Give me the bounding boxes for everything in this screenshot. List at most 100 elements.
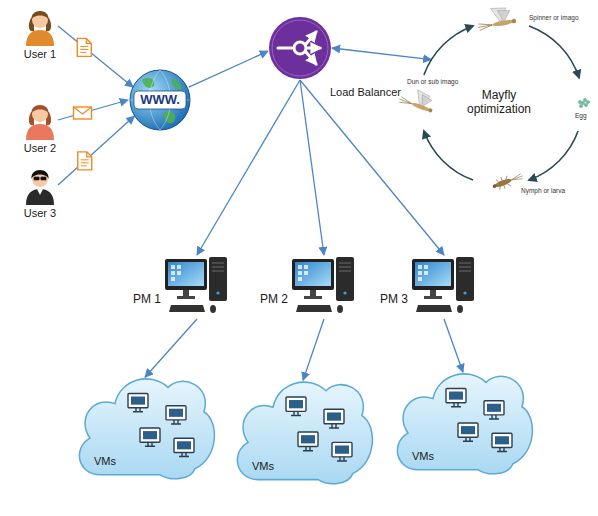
- cycle-arrows: [424, 26, 579, 180]
- user-body: [26, 189, 54, 205]
- computer-tower: [209, 257, 227, 301]
- connector-arrow: [332, 48, 431, 60]
- vm-monitor: [298, 432, 318, 451]
- mouse: [210, 305, 216, 313]
- power-light: [216, 291, 219, 294]
- load-balancer-shape: [268, 16, 332, 80]
- stage-label: Spinner or imago: [528, 14, 580, 21]
- vm-cloud-shape: [228, 368, 378, 492]
- vm-monitor: [492, 433, 512, 451]
- vm-cloud-shape: [70, 365, 220, 487]
- vm-monitor: [332, 442, 352, 461]
- stage-label: Egg: [574, 112, 588, 119]
- mayfly-cycle: Mayfly optimization: [405, 5, 593, 200]
- mayfly-figure: [475, 4, 516, 30]
- keyboard: [296, 305, 332, 312]
- machine-label: PM 3: [380, 293, 408, 307]
- node-label: User 3: [24, 207, 56, 220]
- computer-tower: [456, 257, 474, 301]
- user-icon-shape: [22, 165, 58, 205]
- balancer-ring: [272, 20, 328, 76]
- connector-arrow: [58, 116, 134, 185]
- computer-tower: [336, 257, 354, 301]
- monitor-screen: [415, 262, 451, 286]
- power-light: [343, 291, 346, 294]
- connector-arrow: [300, 80, 324, 255]
- connector-arrow: [300, 80, 444, 255]
- nymph-figure: [491, 170, 525, 193]
- physical-machine-shape: [165, 255, 229, 319]
- node-label: WWW.: [140, 93, 180, 108]
- user-icon: User 1: [22, 6, 58, 46]
- user-body: [26, 124, 54, 140]
- monitor-frame: [412, 259, 454, 290]
- sunglasses: [34, 177, 46, 180]
- connector-arrow: [58, 100, 128, 120]
- machine-label: PM 2: [260, 293, 288, 307]
- stage-label: Nymph or larva: [520, 187, 566, 194]
- tower-slots: [459, 263, 471, 271]
- connector-arrow: [444, 319, 463, 372]
- mail-icon: [74, 107, 92, 119]
- vm-label: VMs: [94, 455, 116, 468]
- vm-monitor: [324, 409, 344, 428]
- vm-monitor: [458, 423, 478, 441]
- egg-cluster: [578, 98, 589, 107]
- machine-label: PM 1: [133, 293, 161, 307]
- load-balancer: Load Balancer: [268, 16, 332, 80]
- document-icon: [77, 38, 91, 56]
- monitor-frame: [292, 259, 334, 290]
- screen-icons: [298, 265, 308, 281]
- mouse: [457, 305, 463, 313]
- vm-monitor: [286, 397, 306, 416]
- globe-sphere: [130, 70, 190, 130]
- tower-slots: [339, 263, 351, 271]
- screen-icons: [171, 265, 181, 281]
- node-label: Load Balancer: [330, 86, 401, 99]
- globe-grid: [130, 70, 190, 130]
- vm-label: VMs: [252, 460, 274, 473]
- vm-cloud-shape: [388, 360, 538, 482]
- physical-machine-shape: [292, 255, 356, 319]
- monitor-stand: [177, 290, 195, 299]
- vm-monitor: [446, 388, 466, 406]
- monitor-screen: [168, 262, 204, 286]
- node-label: Mayfly optimization: [453, 89, 545, 117]
- vm-cloud: VMs: [388, 360, 538, 482]
- message-icons: [74, 38, 92, 169]
- power-light: [463, 291, 466, 294]
- balancer-disc: [269, 17, 331, 79]
- shirt-collar: [37, 189, 43, 195]
- user-hair: [31, 105, 48, 114]
- physical-machine: PM 1: [165, 255, 229, 319]
- user-hair: [31, 170, 48, 179]
- balancer-symbol: [278, 32, 320, 64]
- monitor-stand: [304, 290, 322, 299]
- vm-cloud: VMs: [228, 368, 378, 492]
- mayfly-figure: [398, 85, 437, 114]
- vm-cloud: VMs: [70, 365, 220, 487]
- tower-slots: [212, 263, 224, 271]
- connector-arrow: [303, 319, 324, 380]
- user-hair: [31, 11, 48, 20]
- monitor-screen: [295, 262, 331, 286]
- user-icon: User 3: [22, 165, 58, 205]
- connector-group: [58, 26, 463, 380]
- cloud-outline: [237, 382, 372, 484]
- vm-monitor: [140, 428, 160, 446]
- user-icon-shape: [22, 6, 58, 46]
- user-icon: User 2: [22, 100, 58, 140]
- screen-icons: [418, 265, 428, 281]
- cloud-outline: [79, 379, 214, 479]
- physical-machine: PM 2: [292, 255, 356, 319]
- user-icon-shape: [22, 100, 58, 140]
- stage-label: Dun or sub imago: [406, 78, 459, 85]
- connector-arrow: [145, 319, 197, 377]
- node-label: User 1: [24, 48, 56, 61]
- user-head: [32, 106, 48, 122]
- document-icon: [78, 152, 92, 170]
- physical-machine: PM 3: [412, 255, 476, 319]
- node-label: User 2: [24, 142, 56, 155]
